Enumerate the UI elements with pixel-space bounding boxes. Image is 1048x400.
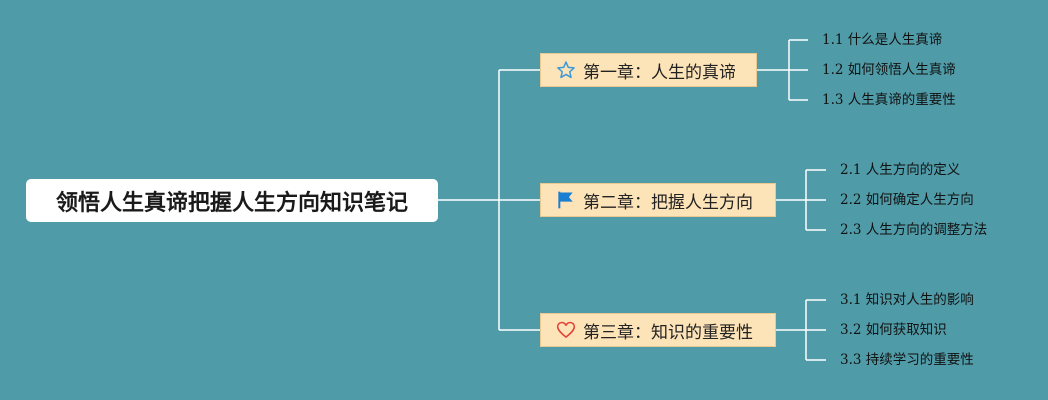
star-icon: [555, 59, 577, 81]
chapter-2-label: 第二章：把握人生方向: [583, 192, 753, 213]
section-3-3[interactable]: 3.3 持续学习的重要性: [840, 352, 974, 368]
heart-icon: [555, 319, 577, 341]
root-title: 领悟人生真谛把握人生方向知识笔记: [55, 190, 408, 216]
section-3-1[interactable]: 3.1 知识对人生的影响: [840, 292, 974, 308]
section-2-1[interactable]: 2.1 人生方向的定义: [840, 162, 961, 178]
section-3-2[interactable]: 3.2 如何获取知识: [840, 322, 947, 338]
chapter-3-label: 第三章：知识的重要性: [583, 322, 753, 343]
section-1-1[interactable]: 1.1 什么是人生真谛: [822, 32, 943, 48]
chapter-3-node[interactable]: 第三章：知识的重要性: [540, 313, 776, 347]
section-2-3[interactable]: 2.3 人生方向的调整方法: [840, 222, 988, 238]
chapter-1-node[interactable]: 第一章：人生的真谛: [540, 53, 757, 87]
section-1-3[interactable]: 1.3 人生真谛的重要性: [822, 92, 956, 108]
flag-icon: [555, 189, 577, 211]
section-1-2[interactable]: 1.2 如何领悟人生真谛: [822, 62, 956, 78]
chapter-1-label: 第一章：人生的真谛: [583, 62, 736, 83]
root-topic[interactable]: 领悟人生真谛把握人生方向知识笔记: [26, 179, 438, 222]
section-2-2[interactable]: 2.2 如何确定人生方向: [840, 192, 974, 208]
chapter-2-node[interactable]: 第二章：把握人生方向: [540, 183, 776, 217]
